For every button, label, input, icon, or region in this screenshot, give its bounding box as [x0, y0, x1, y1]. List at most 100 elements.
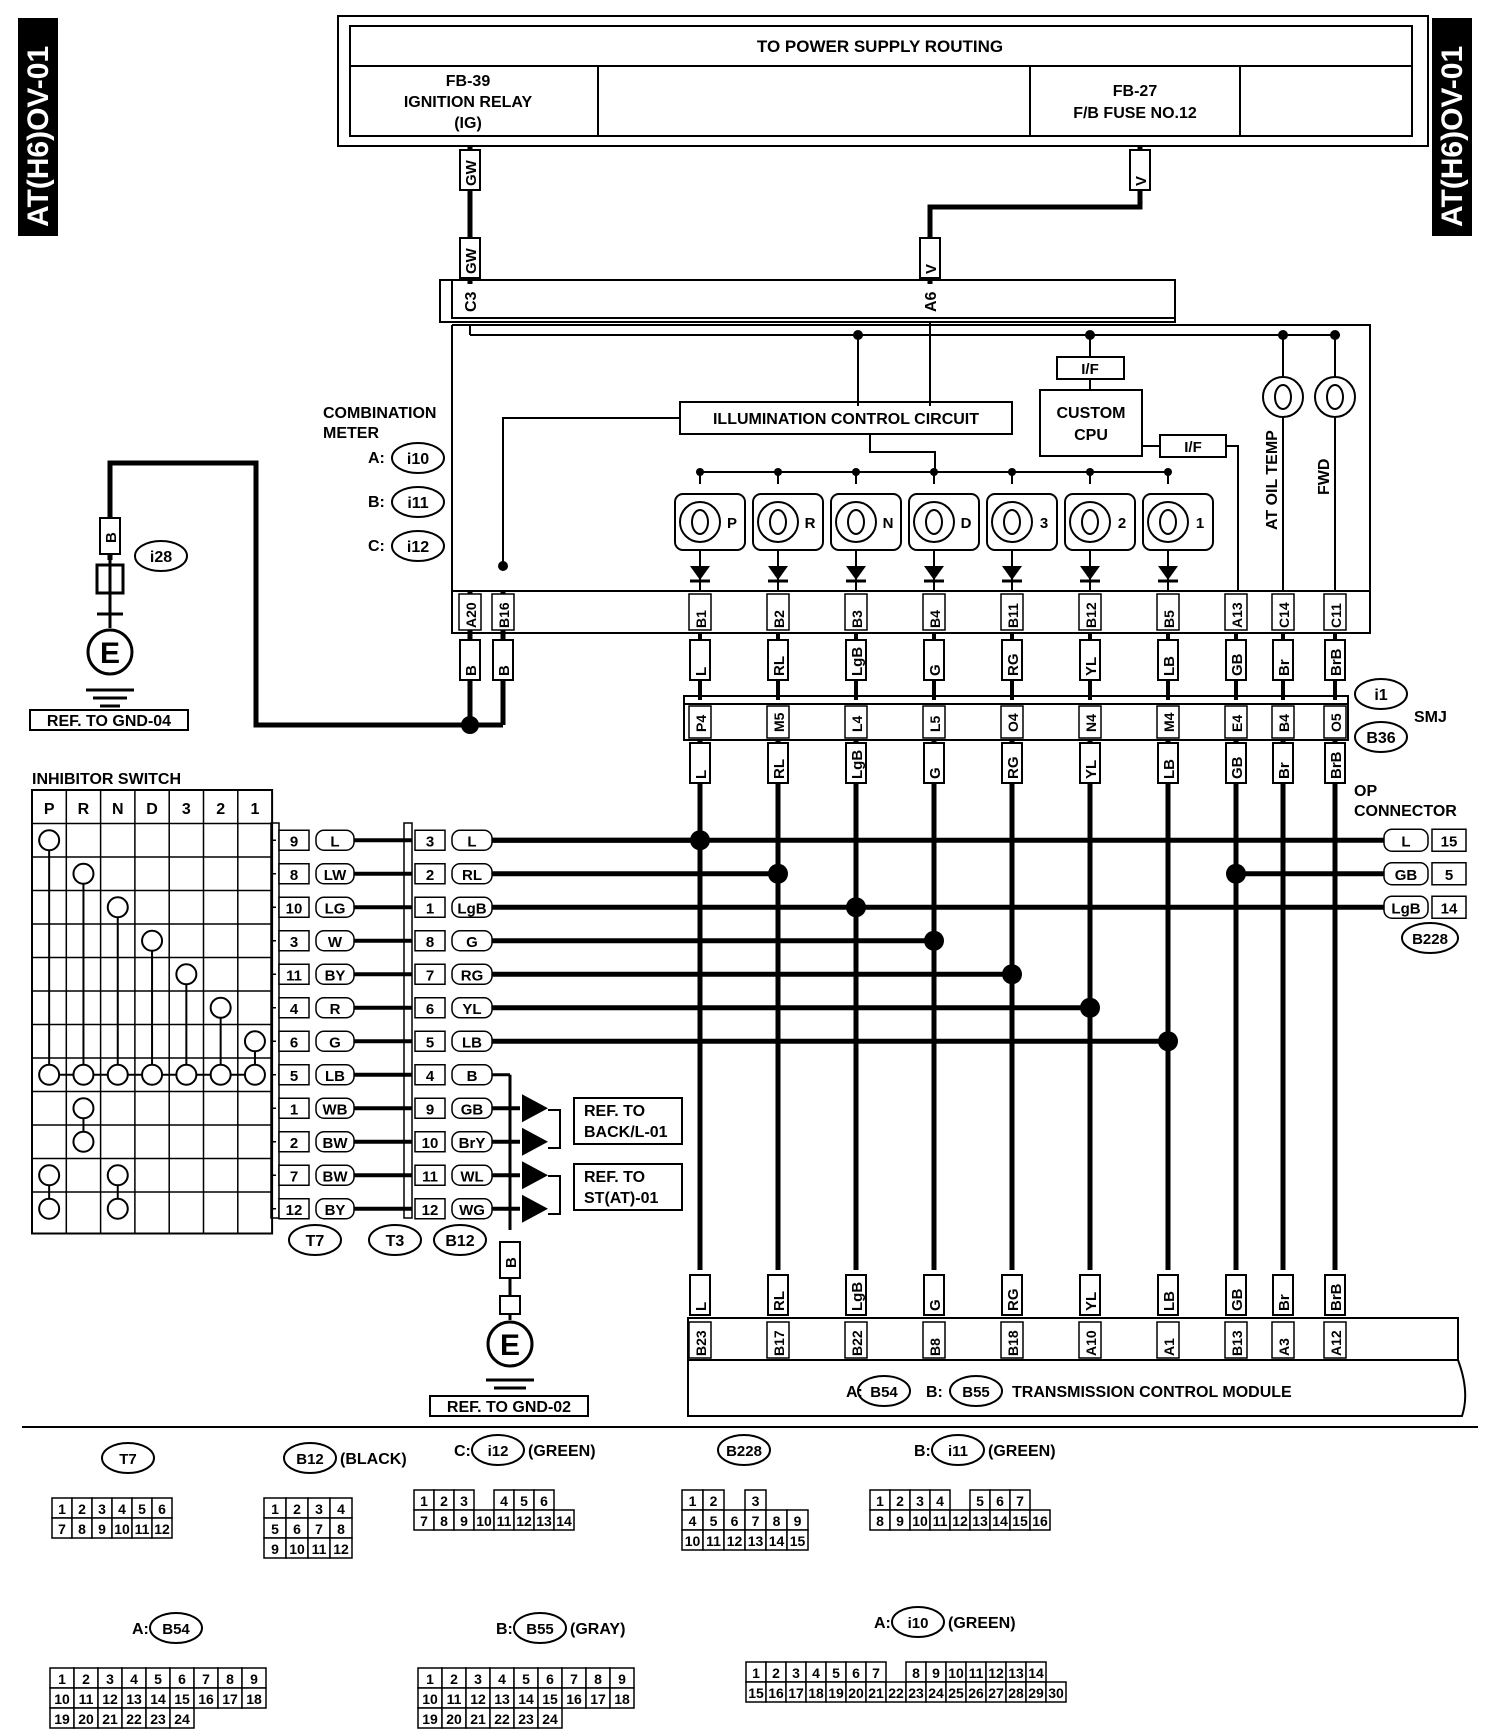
conn-b55-cell [537, 1707, 563, 1729]
meter-pin-B1: B1 [693, 610, 709, 628]
tcm-pin-B22: B22 [849, 1330, 865, 1356]
wire-gw-upper-box [459, 149, 481, 191]
conn-i10-pin-30: 30 [1048, 1685, 1064, 1701]
inhibitor-contact [72, 1097, 95, 1120]
t7-wire-2: BW [323, 1135, 349, 1152]
ref-arrow [522, 1127, 548, 1156]
b12-pin-box [414, 1064, 446, 1086]
lamp-diode-N [846, 566, 866, 580]
lamp-filament-N [847, 509, 865, 535]
page-tab-right-text: AT(H6)OV-01 [1436, 46, 1469, 227]
combination-meter-label-2: METER [323, 425, 379, 442]
conn-i12-pin-13: 13 [536, 1513, 552, 1529]
tcm-wirelabel-B8: G [927, 1299, 944, 1311]
conn-b55-pin-22: 22 [494, 1711, 510, 1727]
conn-i12-cell [553, 1509, 575, 1531]
smj-pin-box-N4 [1078, 705, 1102, 739]
conn-b228-pin-7: 7 [752, 1513, 760, 1529]
meter-wirelabel-B5: LB [1161, 656, 1178, 676]
meter-conn-b: i11 [407, 495, 428, 512]
meter-wirelabel-A13-box [1225, 639, 1247, 681]
fb27-line2: F/B FUSE NO.12 [1073, 105, 1197, 122]
lamp-diode-1 [1158, 566, 1178, 580]
t7-pin-11: 11 [286, 967, 302, 984]
meter-wirelabel-B1: L [693, 667, 710, 676]
meter-pin-B3: B3 [849, 610, 865, 628]
power-title: TO POWER SUPPLY ROUTING [757, 37, 1003, 56]
b12-wire-6: YL [462, 1001, 481, 1018]
signal-junction-RG [1002, 964, 1022, 985]
conn-i12-pin-1: 1 [420, 1493, 428, 1509]
conn-i10-pin-24: 24 [928, 1685, 944, 1701]
tcm-wirelabel-B18-box [1001, 1274, 1023, 1316]
b12-pin-box [414, 1198, 446, 1220]
t7-strip [270, 822, 280, 1219]
conn-b55-pin-24: 24 [542, 1711, 558, 1727]
conn-b228-pin-10: 10 [685, 1533, 701, 1549]
conn-b54-cell [241, 1687, 267, 1709]
lamp-junction-D [930, 468, 938, 476]
t7-pin-box [278, 1131, 310, 1153]
meter-wirelabel-B2-box [767, 639, 789, 681]
t7-wire-3: W [328, 934, 343, 951]
conn-b55-pin-4: 4 [498, 1671, 506, 1687]
conn-i11-pin-8: 8 [876, 1513, 884, 1529]
tcm-pin-box-B8 [922, 1321, 946, 1359]
smj-pin-B4: B4 [1276, 714, 1292, 732]
tcm-pin-B8: B8 [927, 1338, 943, 1356]
b12-pin-5: 5 [426, 1034, 434, 1051]
t7-pin-box [278, 1064, 310, 1086]
conn-t7-pin-8: 8 [78, 1521, 86, 1537]
meter-wirelabel-B12-box [1079, 639, 1101, 681]
meter-conn-a-prefix: A: [368, 450, 385, 467]
conn-i12-pin-11: 11 [497, 1513, 512, 1529]
t7-pin-1: 1 [290, 1101, 298, 1118]
conn-i11-pin-4: 4 [936, 1493, 944, 1509]
b12-pin-box [414, 896, 446, 918]
conn-i11-oval [931, 1434, 985, 1466]
conn-i12-pin-6: 6 [540, 1493, 548, 1509]
meter-pin-C14: C14 [1276, 602, 1292, 628]
wire-gw-upper: GW [463, 159, 480, 186]
conn-b55-pin-19: 19 [422, 1711, 438, 1727]
conn-t7-oval [101, 1442, 155, 1474]
smj-pin-box-O4 [1000, 705, 1024, 739]
tcm-pin-box-A12 [1323, 1321, 1347, 1359]
ground-mid-symbol [486, 1320, 534, 1368]
conn-b12-pin-12: 12 [333, 1541, 349, 1557]
smj-pin-L5: L5 [927, 715, 943, 732]
top-wires [467, 146, 1143, 284]
custom-cpu-line2: CPU [1074, 427, 1108, 444]
conn-i12-pin-12: 12 [516, 1513, 532, 1529]
conn-t7-pin-2: 2 [78, 1501, 86, 1517]
conn-t7-pin-10: 10 [114, 1521, 130, 1537]
meter-pin-B16: B16 [496, 602, 512, 628]
wire-gw-lower-box [459, 237, 481, 279]
b12-wire-10: BrY [459, 1135, 486, 1152]
smj-pin-E4: E4 [1229, 715, 1245, 732]
conn-b54-pin-24: 24 [174, 1711, 190, 1727]
smj-label: SMJ [1414, 709, 1447, 726]
meter-pin-B5: B5 [1161, 610, 1177, 628]
conn-b54-pin-4: 4 [130, 1671, 138, 1687]
op-pin-box-14 [1431, 895, 1467, 919]
b12-pin-box [414, 1131, 446, 1153]
smj-wirelabel-O5-box [1324, 742, 1346, 784]
smj-pin-P4: P4 [693, 715, 709, 732]
tcm-wirelabel-B17-box [767, 1274, 789, 1316]
conn-b54-pin-2: 2 [82, 1671, 90, 1687]
b12-pin-12: 12 [422, 1202, 439, 1219]
illumination-circuit-label: ILLUMINATION CONTROL CIRCUIT [713, 411, 979, 428]
ground-left-wire: B [103, 532, 120, 543]
conn-b54-pin-12: 12 [102, 1691, 118, 1707]
conn-i12-title: i12 [488, 1443, 509, 1460]
ground-mid-block [499, 1295, 521, 1315]
conn-b55-pin-17: 17 [590, 1691, 606, 1707]
op-wire-L-label: L [1401, 833, 1410, 850]
conn-t7-title: T7 [119, 1451, 137, 1468]
lamp-diode-2 [1080, 566, 1100, 580]
meter-wirelabel-B11: RG [1005, 654, 1022, 677]
meter-wirelabel-B1-box [689, 639, 711, 681]
t7-pin-5: 5 [290, 1068, 298, 1085]
